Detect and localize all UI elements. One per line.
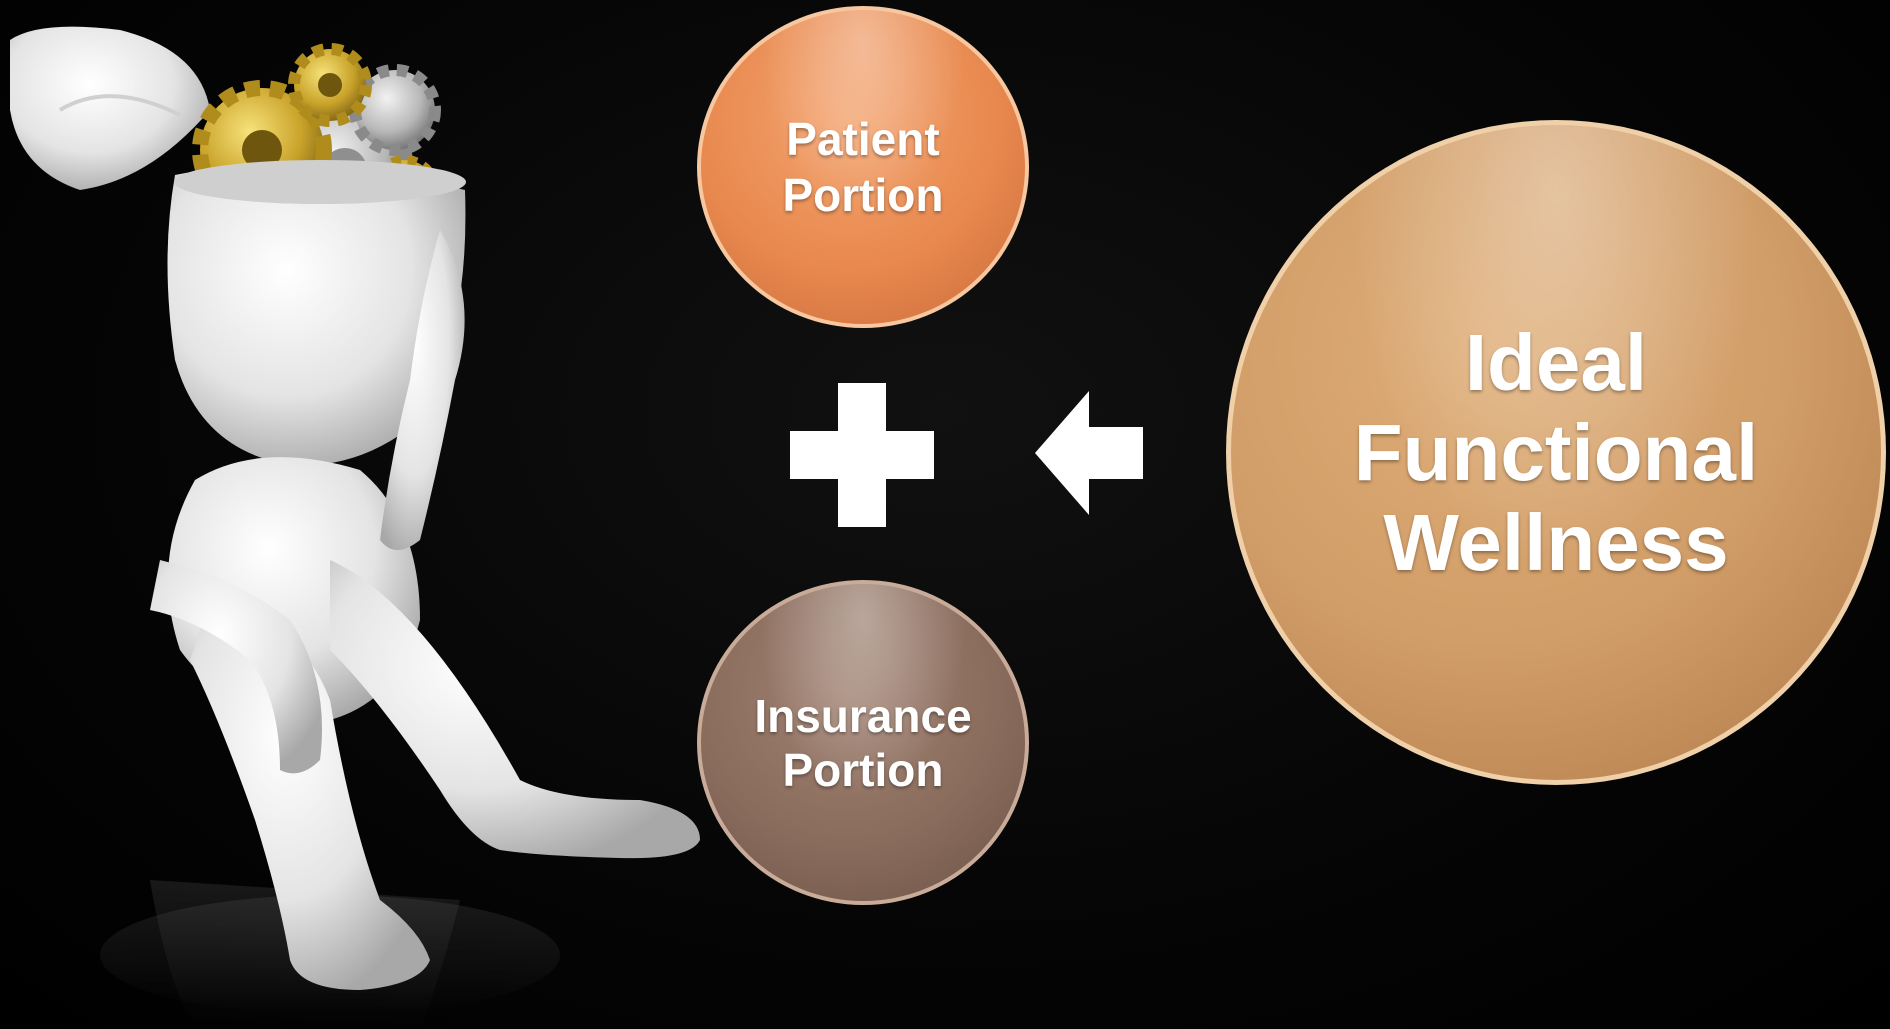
patient-portion-circle: Patient Portion (697, 6, 1029, 328)
figure-arm (380, 230, 465, 550)
patient-portion-label: Patient Portion (782, 113, 944, 221)
insurance-portion-label: Insurance Portion (754, 689, 972, 796)
thinking-figure-illustration (10, 26, 700, 1029)
figure-leg-front (190, 600, 430, 990)
left-arrow-icon (1035, 391, 1143, 515)
figure-arm-front (150, 560, 322, 774)
ideal-functional-wellness-label: Ideal Functional Wellness (1353, 317, 1759, 587)
plus-icon (790, 383, 934, 527)
insurance-portion-circle: Insurance Portion (697, 580, 1029, 905)
figure-leg-back (330, 560, 700, 859)
figure-head (167, 165, 466, 466)
head-lid (10, 26, 210, 190)
ideal-functional-wellness-circle: Ideal Functional Wellness (1226, 120, 1886, 785)
